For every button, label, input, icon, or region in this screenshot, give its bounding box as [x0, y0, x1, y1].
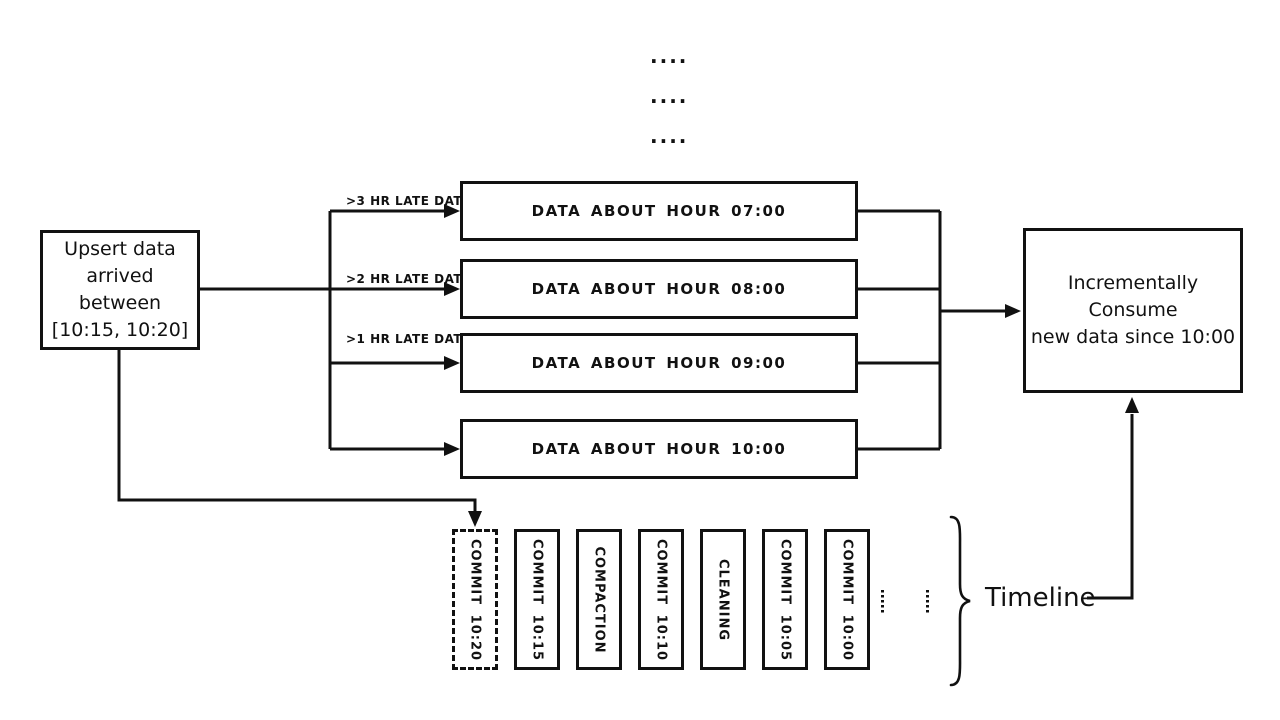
arrowhead-consumer — [1005, 304, 1021, 318]
timeline-entry-label: COMMIT 10:10 — [653, 538, 669, 661]
consumer-box: Incrementally Consume new data since 10:… — [1023, 228, 1243, 393]
ellipsis-vertical-icon — [881, 590, 884, 613]
consumer-box-line: new data since 10:00 — [1030, 326, 1236, 348]
arrowhead-commit-down — [468, 511, 482, 527]
hour-box-1000: DATA ABOUT HOUR 10:00 — [460, 419, 858, 479]
timeline-brace-icon — [949, 515, 971, 687]
source-to-commit-line — [117, 350, 477, 511]
arrowhead-branch-3 — [444, 356, 460, 370]
hour-box-0700: DATA ABOUT HOUR 07:00 — [460, 181, 858, 241]
timeline-entry-label: COMMIT 10:05 — [777, 538, 793, 661]
timeline-entry-label: COMMIT 10:00 — [839, 538, 855, 661]
ellipsis-vertical-icon — [926, 590, 929, 613]
timeline-entry-commit-1020: COMMIT 10:20 — [452, 529, 498, 670]
continuation-dots-icon: .... — [650, 84, 689, 108]
hour-box-label: DATA ABOUT HOUR 08:00 — [531, 280, 787, 298]
source-box-line: [10:15, 10:20] — [51, 319, 189, 341]
timeline-entry-label: CLEANING — [715, 558, 731, 641]
timeline-label: Timeline — [985, 583, 1096, 613]
timeline-entry-label: COMPACTION — [591, 545, 607, 654]
source-box: Upsert data arrived between [10:15, 10:2… — [40, 230, 200, 350]
late-data-label-2hr: >2 HR LATE DATA — [346, 272, 471, 286]
timeline-entry-commit-1000: COMMIT 10:00 — [824, 529, 870, 670]
hour-box-label: DATA ABOUT HOUR 09:00 — [531, 354, 787, 372]
timeline-entry-cleaning: CLEANING — [700, 529, 746, 670]
continuation-dots-icon: .... — [650, 124, 689, 148]
hour-box-0800: DATA ABOUT HOUR 08:00 — [460, 259, 858, 319]
timeline-entry-label: COMMIT 10:20 — [467, 538, 483, 661]
timeline-entry-commit-1010: COMMIT 10:10 — [638, 529, 684, 670]
timeline-entry-commit-1015: COMMIT 10:15 — [514, 529, 560, 670]
source-box-line: arrived between — [78, 265, 162, 314]
late-data-label-1hr: >1 HR LATE DATA — [346, 332, 471, 346]
timeline-entry-commit-1005: COMMIT 10:05 — [762, 529, 808, 670]
timeline-entry-label: COMMIT 10:15 — [529, 538, 545, 661]
source-box-line: Upsert data — [64, 238, 176, 260]
hour-box-label: DATA ABOUT HOUR 10:00 — [531, 440, 787, 458]
hour-box-label: DATA ABOUT HOUR 07:00 — [531, 202, 787, 220]
consumer-box-line: Incrementally Consume — [1067, 272, 1199, 321]
arrowhead-branch-4 — [444, 442, 460, 456]
timeline-entry-compaction: COMPACTION — [576, 529, 622, 670]
continuation-dots-icon: .... — [650, 44, 689, 68]
late-data-label-3hr: >3 HR LATE DATA — [346, 194, 471, 208]
timeline-to-consumer-line — [1087, 414, 1134, 600]
arrowhead-consumer-up — [1125, 397, 1139, 413]
hour-box-0900: DATA ABOUT HOUR 09:00 — [460, 333, 858, 393]
